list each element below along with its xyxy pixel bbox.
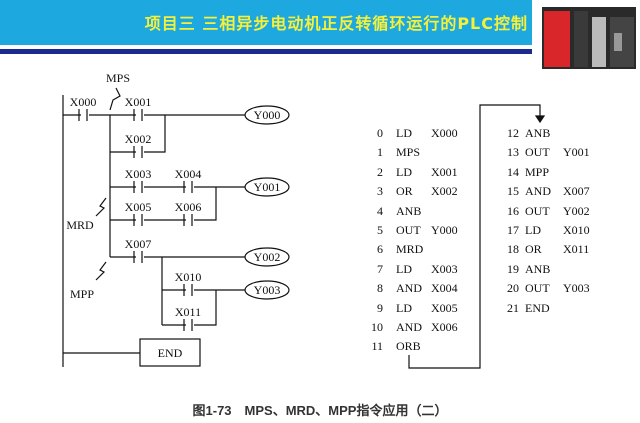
instruction-arg: X010 [563, 223, 590, 237]
instruction-num: 6 [377, 242, 383, 257]
instruction-arg: Y001 [563, 145, 590, 160]
header-divider [0, 49, 532, 54]
instruction-num: 17 [507, 223, 519, 237]
contact-label-x010: X010 [175, 270, 202, 284]
mrd-label: MRD [66, 218, 94, 232]
instruction-op: END [525, 300, 550, 315]
instruction-arg: Y003 [563, 281, 590, 296]
instruction-num: 5 [377, 223, 383, 237]
figure-caption: 图1-73 MPS、MRD、MPP指令应用（二） [192, 403, 448, 418]
instruction-op: MPP [525, 164, 550, 179]
instruction-op: ORB [396, 339, 421, 354]
instruction-op: OR [525, 242, 542, 257]
instruction-op: LD [396, 261, 412, 276]
slide-title: 项目三 三相异步电动机正反转循环运行的PLC控制 [144, 14, 528, 33]
instruction-arg: X007 [563, 184, 590, 199]
end-box [139, 338, 201, 367]
mpp-label: MPP [70, 287, 94, 301]
instruction-op: OUT [525, 203, 550, 218]
coil-y000 [244, 105, 290, 125]
instruction-op: MRD [396, 242, 424, 257]
arrow-head [534, 115, 546, 124]
instruction-num: 8 [377, 281, 383, 296]
instruction-num: 15 [507, 184, 519, 199]
instruction-op: LD [525, 223, 541, 237]
mpp-pointer [95, 261, 107, 281]
instruction-num: 3 [377, 184, 383, 199]
instruction-arg: X004 [431, 281, 458, 296]
instruction-op: LD [396, 126, 412, 140]
instruction-op: LD [396, 300, 412, 315]
instruction-num: 11 [371, 339, 383, 354]
contact-label-x005: X005 [125, 200, 152, 214]
wire [144, 115, 166, 153]
instruction-arg: Y000 [431, 223, 458, 237]
instruction-arg: X003 [431, 261, 458, 276]
plc-device-image [542, 7, 636, 69]
coil-label: Y002 [254, 250, 281, 264]
wire [194, 290, 217, 326]
instruction-op: AND [396, 320, 422, 334]
instruction-num: 18 [507, 242, 519, 257]
contact-label-x006: X006 [175, 200, 202, 214]
instruction-num: 14 [507, 164, 519, 179]
instruction-arg: X006 [431, 320, 458, 334]
instruction-num: 1 [377, 145, 383, 160]
instruction-arg: X002 [431, 184, 458, 199]
coil-y002 [244, 247, 290, 267]
contact-label-x004: X004 [175, 167, 202, 181]
contact-label-x000: X000 [70, 95, 97, 109]
instruction-arg: X011 [563, 242, 590, 257]
end-label: END [158, 346, 183, 360]
instruction-arg: X001 [431, 164, 458, 179]
instruction-num: 13 [507, 145, 519, 160]
instruction-num: 7 [377, 261, 383, 276]
header-band [0, 0, 532, 45]
coil-label: Y001 [254, 180, 281, 194]
instruction-num: 10 [371, 320, 383, 334]
contact-label-x007: X007 [125, 237, 152, 251]
instruction-arg: Y002 [563, 203, 590, 218]
coil-y001 [244, 177, 290, 197]
instruction-num: 0 [377, 126, 383, 140]
mps-pointer [109, 87, 121, 111]
instruction-op: ANB [525, 126, 551, 140]
instruction-num: 9 [377, 300, 383, 315]
contact-label-x002: X002 [125, 132, 152, 146]
instruction-num: 20 [507, 281, 519, 296]
instruction-num: 19 [507, 261, 519, 276]
coil-label: Y000 [254, 108, 281, 122]
instruction-op: OUT [525, 281, 550, 296]
instruction-arg: X005 [431, 300, 458, 315]
instruction-op: MPS [396, 145, 421, 160]
instruction-op: ANB [396, 203, 422, 218]
continuation-line [408, 104, 541, 369]
instruction-num: 12 [507, 126, 519, 140]
instruction-num: 21 [507, 300, 519, 315]
instruction-op: OUT [525, 145, 550, 160]
coil-label: Y003 [254, 283, 281, 297]
contact-label-x001: X001 [125, 95, 152, 109]
contact-label-x003: X003 [125, 167, 152, 181]
coil-y003 [244, 280, 290, 300]
instruction-num: 2 [377, 164, 383, 179]
wire [194, 187, 217, 221]
instruction-op: AND [396, 281, 422, 296]
mps-label: MPS [106, 71, 130, 85]
contact-label-x011: X011 [175, 305, 201, 319]
instruction-op: ANB [525, 261, 551, 276]
mrd-pointer [95, 197, 107, 217]
instruction-op: AND [525, 184, 551, 199]
instruction-num: 16 [507, 203, 519, 218]
instruction-arg: X000 [431, 126, 458, 140]
instruction-op: OUT [396, 223, 421, 237]
instruction-op: LD [396, 164, 412, 179]
instruction-op: OR [396, 184, 413, 199]
instruction-num: 4 [377, 203, 383, 218]
